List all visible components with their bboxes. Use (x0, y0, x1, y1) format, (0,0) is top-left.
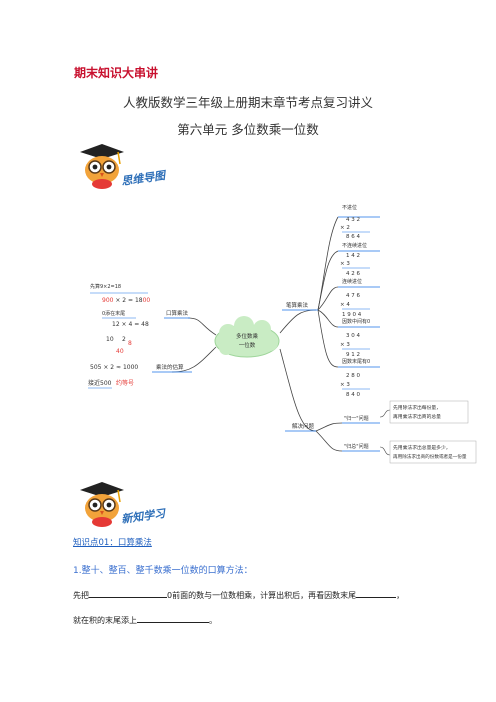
center-node: 多位数乘 一位数 (214, 316, 280, 358)
estimate-approx: 约等号 (116, 379, 134, 387)
knowledge-point: 知识点01：口算乘法 (73, 538, 152, 548)
written-case-3: 因数中间有0 3 0 4 × 3 9 1 2 (340, 318, 370, 358)
blank-3[interactable] (137, 613, 209, 623)
case-top: 2 8 0 (346, 373, 360, 379)
mindmap-badge-label: 思维导图 (121, 169, 168, 188)
case-res: 9 1 2 (346, 352, 360, 358)
line1-a: 先把 (73, 591, 89, 600)
oral-ex3-c: 8 (128, 340, 132, 347)
mindmap-badge: 思维导图 (80, 144, 168, 189)
unit-title: 第六单元 多位数乘一位数 (177, 122, 319, 137)
estimate-near: 接近500 (88, 379, 112, 387)
node-written: 笔算乘法 (286, 301, 309, 309)
line2-b: 。 (209, 616, 217, 625)
center-label-1: 多位数乘 (236, 332, 259, 340)
fill-line-1: 先把 0前面的数与一位数相乘，计算出积后，再看因数末尾 ， (73, 588, 404, 601)
blank-1[interactable] (89, 588, 167, 598)
case-mul: × 2 (340, 225, 350, 231)
problem-line2: 再用除法求出商的份数或者是一份量 (393, 453, 467, 460)
written-case-0: 不进位 4 3 2 × 2 8 6 4 (340, 204, 360, 240)
underline-bars (152, 216, 380, 452)
mind-map: 多位数乘 一位数 口算乘法 乘法的估算 先算9×2=18 900 × 2 = 1… (88, 204, 477, 464)
case-label: 不连续进位 (342, 242, 367, 249)
oral-zero-note: 0添在末尾 (102, 310, 125, 317)
case-res: 8 4 0 (346, 392, 360, 398)
written-case-2: 连续进位 4 7 6 × 4 1 9 0 4 (340, 278, 362, 318)
newlearn-badge-label: 新知学习 (121, 507, 168, 526)
problem-0: "归一"问题 先用除法求出每份量， 再用乘法求出商的总量 (344, 400, 469, 424)
case-top: 4 3 2 (346, 217, 360, 223)
owl-mascot-icon (80, 482, 124, 527)
document-title: 人教版数学三年级上册期末章节考点复习讲义 (122, 95, 373, 110)
case-res: 1 9 0 4 (342, 312, 362, 318)
node-solve: 解决问题 (292, 422, 315, 430)
problem-line2: 再用乘法求出商的总量 (393, 413, 441, 420)
case-mul: × 3 (340, 342, 350, 348)
problem-name: "归一"问题 (344, 415, 369, 422)
case-mul: × 4 (340, 302, 350, 308)
center-label-2: 一位数 (239, 341, 256, 349)
written-case-4: 因数末尾有0 2 8 0 × 3 8 4 0 (340, 358, 370, 398)
problem-line1: 先用除法求出每份量， (393, 404, 441, 411)
case-top: 4 7 6 (346, 293, 360, 299)
case-top: 1 4 2 (346, 253, 360, 259)
top-title: 期末知识大串讲 (74, 66, 159, 80)
line1-c: ， (396, 591, 405, 600)
estimate-ex: 505 × 2 ≈ 1000 (90, 364, 138, 371)
oral-ex3-b: 2 (122, 336, 126, 343)
case-label: 不进位 (342, 204, 357, 211)
written-case-1: 不连续进位 1 4 2 × 3 4 2 6 (340, 242, 367, 277)
connector-lines (171, 216, 343, 452)
newlearn-badge: 新知学习 (80, 482, 168, 527)
case-rules (342, 231, 370, 390)
section-title: 1.整十、整百、整千数乘一位数的口算方法： (73, 566, 253, 576)
case-label: 连续进位 (342, 278, 362, 285)
owl-mascot-icon (80, 144, 124, 189)
oral-ex2: 12 × 4 = 48 (112, 321, 149, 328)
node-oral: 口算乘法 (166, 309, 189, 317)
problem-line1: 先用乘法求出总量是多少， (393, 444, 451, 451)
case-top: 3 0 4 (346, 333, 360, 339)
problem-name: "归总"问题 (344, 443, 369, 450)
line1-b: 0前面的数与一位数相乘，计算出积后，再看因数末尾 (167, 591, 357, 600)
problem-1: "归总"问题 先用乘法求出总量是多少， 再用除法求出商的份数或者是一份量 (344, 440, 477, 464)
case-mul: × 3 (340, 382, 350, 388)
case-res: 4 2 6 (346, 271, 360, 277)
case-label: 因数末尾有0 (342, 358, 370, 365)
case-res: 8 6 4 (346, 234, 360, 240)
case-label: 因数中间有0 (342, 318, 370, 325)
fill-line-2: 就在积的末尾添上 。 (73, 613, 217, 626)
oral-mul: 900 × 2 = 1800 (102, 297, 150, 304)
line2-a: 就在积的末尾添上 (73, 616, 137, 625)
oral-ex3-result: 40 (116, 348, 124, 355)
oral-ex3-a: 10 (106, 336, 114, 343)
case-mul: × 3 (340, 261, 350, 267)
oral-first: 先算9×2=18 (90, 283, 121, 290)
node-estimate: 乘法的估算 (156, 363, 184, 371)
blank-2[interactable] (356, 588, 397, 598)
